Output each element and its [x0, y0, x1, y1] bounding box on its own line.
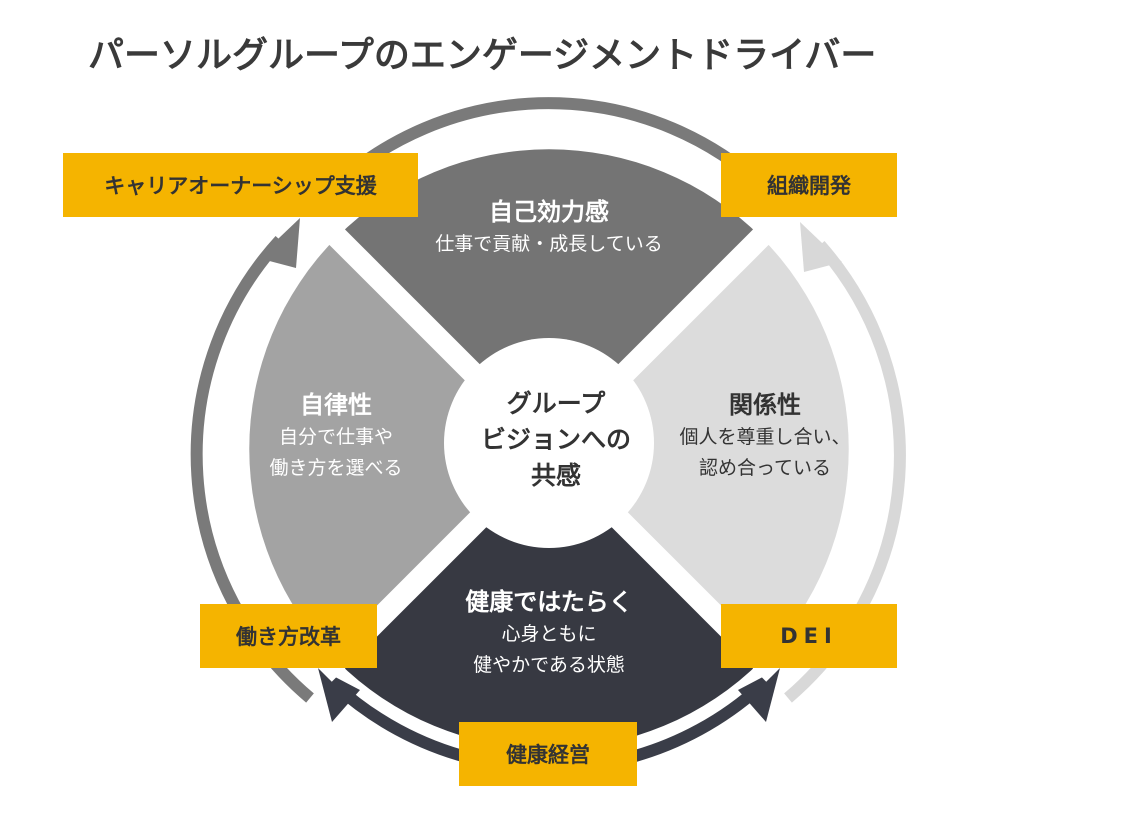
- arrow-head-bottom-left: [318, 668, 360, 722]
- quadrant-bottom-title: 健康ではたらく: [465, 588, 633, 616]
- center-line-2: ビジョンへの: [480, 425, 631, 454]
- page-title: パーソルグループのエンゲージメントドライバー: [88, 35, 877, 76]
- tag-organization-development: 組織開発: [721, 153, 897, 217]
- quadrant-left-desc-1: 自分で仕事や: [278, 426, 393, 448]
- quadrant-bottom-desc-2: 健やかである状態: [473, 654, 625, 676]
- tag-work-style-reform: 働き方改革: [200, 604, 377, 668]
- quadrant-bottom-segment: [337, 449, 761, 749]
- tag-health-management: 健康経営: [459, 722, 637, 786]
- center-line-3: 共感: [530, 461, 581, 490]
- quadrant-right-title: 関係性: [729, 391, 801, 419]
- quadrant-top-segment: [337, 149, 761, 449]
- arrow-ring-top: [322, 97, 775, 198]
- arrow-head-bottom-right: [738, 668, 780, 722]
- quadrant-right-desc-2: 認め合っている: [698, 457, 832, 479]
- quadrant-left-title: 自律性: [300, 391, 372, 419]
- quadrant-left-segment: [249, 237, 549, 661]
- quadrant-top: 自己効力感 仕事で貢献・成長している: [399, 195, 699, 260]
- arrow-head-left: [258, 218, 300, 268]
- tag-career-ownership: キャリアオーナーシップ支援: [63, 153, 418, 217]
- center-label: グループ ビジョンへの 共感: [452, 386, 660, 494]
- quadrant-left: 自律性 自分で仕事や 働き方を選べる: [236, 388, 436, 484]
- quadrant-left-desc-2: 働き方を選べる: [269, 457, 403, 479]
- tag-dei: DEI: [721, 604, 897, 668]
- quadrant-right: 関係性 個人を尊重し合い、 認め合っている: [660, 388, 870, 484]
- arrow-head-right: [800, 222, 842, 272]
- quadrant-top-title: 自己効力感: [489, 198, 609, 226]
- quadrant-right-segment: [549, 237, 849, 661]
- quadrant-bottom-desc-1: 心身ともに: [501, 623, 597, 645]
- quadrant-right-desc-1: 個人を尊重し合い、: [679, 426, 851, 448]
- quadrant-bottom: 健康ではたらく 心身ともに 健やかである状態: [419, 585, 679, 681]
- quadrant-top-desc: 仕事で貢献・成長している: [435, 233, 663, 255]
- center-circle: [444, 338, 654, 548]
- center-line-1: グループ: [506, 389, 606, 418]
